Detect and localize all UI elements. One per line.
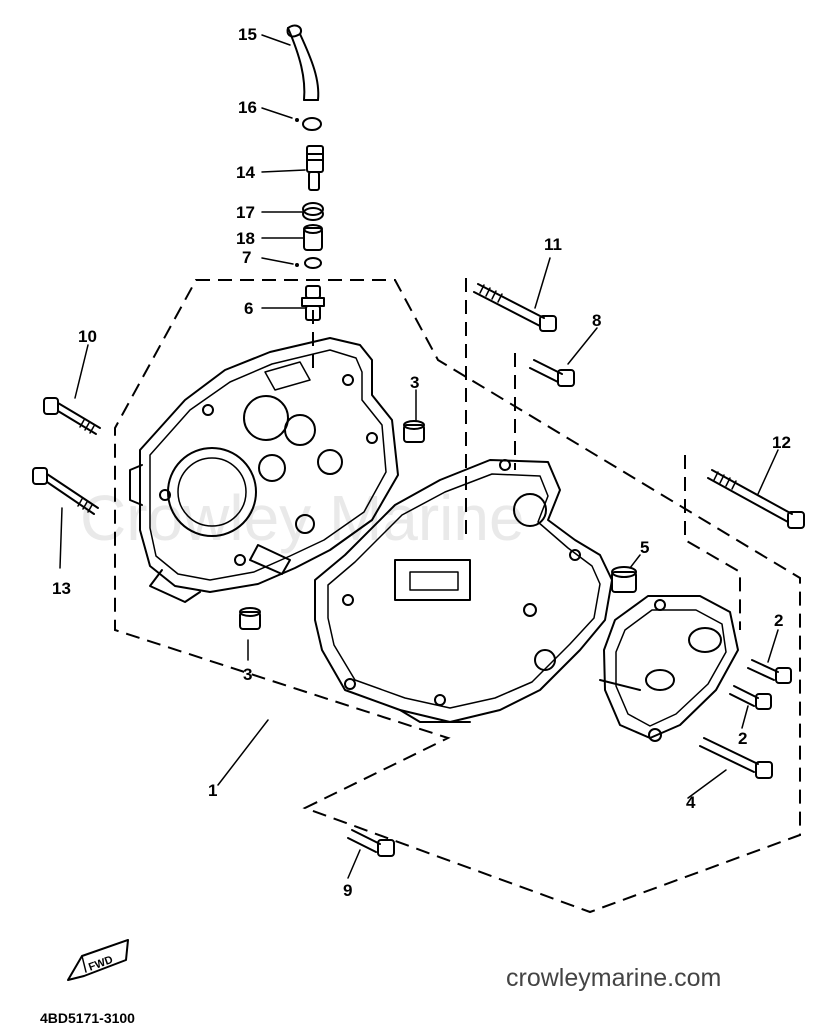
leader-lines [59,34,779,879]
dowel-pin-upper [403,420,425,443]
callout-11: 11 [544,235,562,254]
callout-17: 17 [236,203,255,222]
bolt-13 [32,467,99,515]
dowel-pin-lower [239,607,261,630]
breather-union [306,145,324,191]
breather-hose [286,24,320,101]
callout-15: 15 [238,25,257,44]
guide-line-12 [684,455,741,630]
callout-3-upper: 3 [410,373,419,392]
breather-fitting [301,285,325,321]
bolt-11 [473,283,557,332]
bolt-2-lower [729,685,772,710]
hose-clip [295,117,322,131]
bolt-8 [529,359,575,387]
fwd-arrow-icon: FWD [67,939,129,981]
callout-labels: 15 16 14 17 18 7 6 10 13 11 8 3 3 5 12 2… [52,25,791,900]
bolt-9 [347,829,395,857]
callout-8: 8 [592,311,601,330]
nut [302,202,324,221]
collar [303,224,323,251]
callout-12: 12 [772,433,791,452]
fwd-label: FWD [87,954,115,974]
o-ring [295,257,322,269]
callout-7: 7 [242,248,251,267]
site-credit: crowleymarine.com [506,964,722,992]
callout-16: 16 [238,98,257,117]
callout-14: 14 [236,163,255,182]
bolt-10 [43,397,101,435]
callout-18: 18 [236,229,255,248]
figure-code: 4BD5171-3100 [40,1010,135,1026]
callout-6: 6 [244,299,253,318]
callout-1: 1 [208,781,217,800]
bolt-4 [699,737,773,779]
callout-13: 13 [52,579,71,598]
callout-10: 10 [78,327,97,346]
bolt-12 [707,469,805,529]
callout-2-upper: 2 [774,611,783,630]
callout-5: 5 [640,538,649,557]
callout-2-lower: 2 [738,729,747,748]
watermark: Crowley Marine [80,482,525,554]
dowel-pin-5 [611,566,637,593]
bolt-2-upper [747,659,792,684]
crankcase-cover [599,595,739,742]
callout-3-lower: 3 [243,665,252,684]
callout-9: 9 [343,881,352,900]
crankcase-left [129,337,399,603]
callout-4: 4 [686,793,696,812]
assembly-boundary [114,279,801,914]
